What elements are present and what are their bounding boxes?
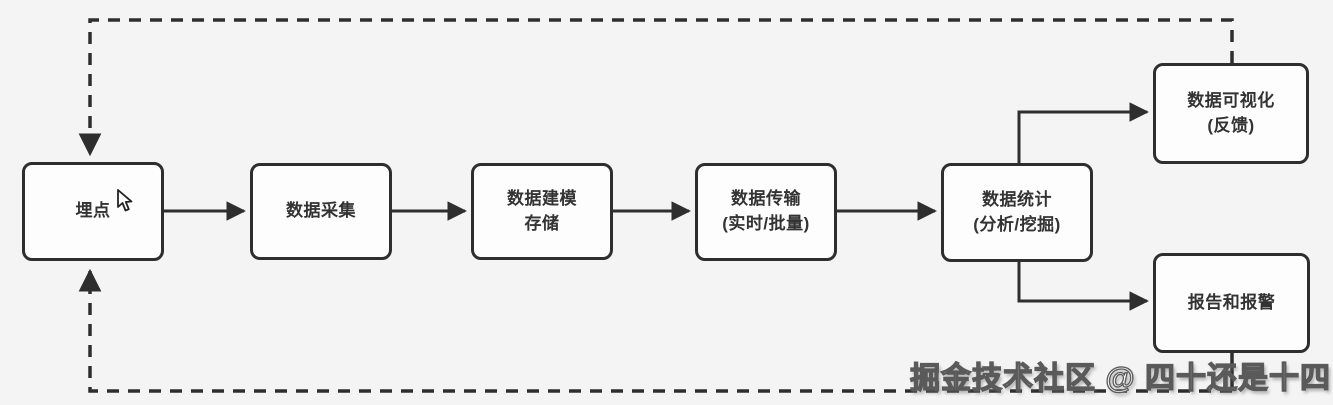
node-visualization[interactable]: 数据可视化 (反馈) — [1153, 63, 1309, 164]
node-transmission[interactable]: 数据传输 (实时/批量) — [695, 163, 837, 261]
dashed-feedback-bottom — [78, 268, 1232, 393]
node-collection-label: 数据采集 — [286, 201, 356, 221]
node-modeling[interactable]: 数据建模 存储 — [471, 163, 613, 260]
node-report-label: 报告和报警 — [1187, 292, 1276, 312]
dashed-feedback-top — [78, 18, 1234, 157]
node-collection[interactable]: 数据采集 — [250, 163, 392, 260]
mouse-cursor-icon — [117, 189, 133, 212]
node-tracking[interactable]: 埋点 — [22, 162, 164, 261]
node-statistics-label: 数据统计 (分析/挖掘) — [973, 189, 1061, 234]
arrow-statistics-to-report — [1017, 262, 1149, 311]
node-transmission-label: 数据传输 (实时/批量) — [722, 189, 810, 233]
node-statistics[interactable]: 数据统计 (分析/挖掘) — [941, 163, 1093, 262]
node-tracking-label: 埋点 — [75, 201, 111, 221]
arrow-statistics-to-visualization — [1017, 102, 1149, 163]
node-visualization-label: 数据可视化 (反馈) — [1187, 90, 1275, 135]
node-report[interactable]: 报告和报警 — [1153, 253, 1310, 353]
watermark: 掘金技术社区 @ 四十还是十四 — [909, 361, 1331, 395]
node-modeling-label: 数据建模 存储 — [507, 188, 577, 233]
